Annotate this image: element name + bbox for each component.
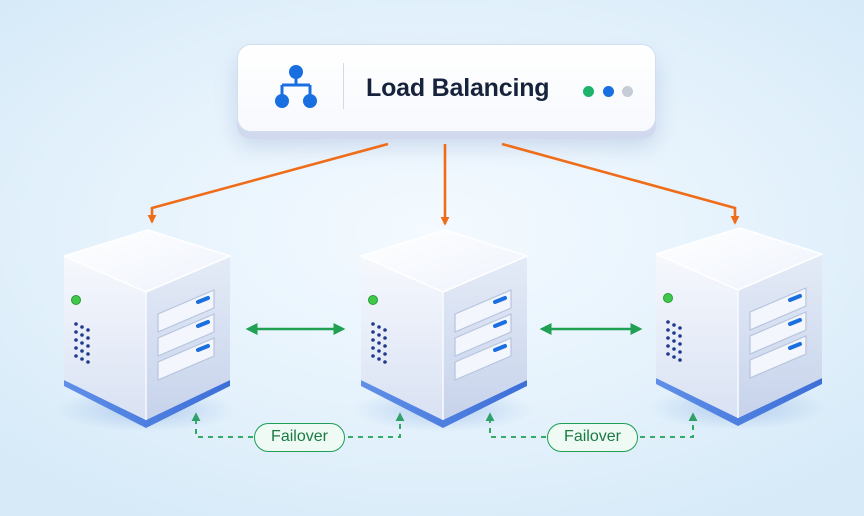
failover-path-right-b (640, 412, 698, 438)
power-led-icon (368, 295, 378, 305)
diagram-title: Load Balancing (366, 74, 550, 102)
server-center (351, 228, 535, 434)
power-led-icon (663, 293, 673, 303)
status-dot-gray (622, 86, 633, 97)
failover-path-left-b (348, 412, 405, 438)
status-dot-green (583, 86, 594, 97)
power-led-icon (71, 295, 81, 305)
failover-label-left: Failover (254, 423, 345, 452)
server-right (646, 226, 830, 432)
status-dot-blue (603, 86, 614, 97)
network-hierarchy-icon (275, 65, 317, 108)
failover-label-right: Failover (547, 423, 638, 452)
server-left (54, 228, 238, 434)
header-divider (343, 63, 344, 109)
distribution-arrow-right (501, 142, 740, 225)
distribution-arrow-left (147, 142, 389, 224)
